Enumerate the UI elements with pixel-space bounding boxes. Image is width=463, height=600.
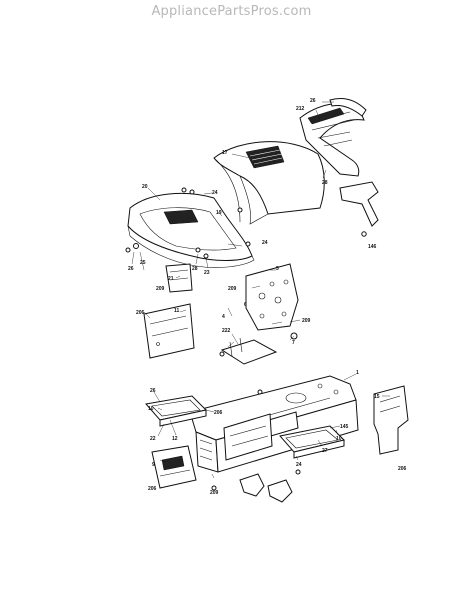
bottom-brackets-part xyxy=(211,469,301,503)
leader-lines xyxy=(131,101,390,479)
label-28: 28 xyxy=(322,180,328,186)
hood-bracket-part xyxy=(339,181,379,237)
label-27: 27 xyxy=(322,448,328,454)
label-10: 10 xyxy=(148,406,154,412)
main-frame-part xyxy=(189,375,359,473)
label-146: 146 xyxy=(368,244,377,250)
label-24: 24 xyxy=(262,240,268,246)
label-206: 206 xyxy=(148,486,157,492)
label-24: 24 xyxy=(296,462,302,468)
grille-part xyxy=(299,97,367,177)
label-26: 26 xyxy=(310,98,316,104)
label-19: 19 xyxy=(216,210,222,216)
label-1: 1 xyxy=(356,370,359,376)
label-209: 209 xyxy=(156,286,165,292)
label-21: 21 xyxy=(168,276,174,282)
center-plate-part xyxy=(220,337,278,365)
label-209: 209 xyxy=(210,490,219,496)
left-side-panel-part xyxy=(143,303,195,359)
label-23: 23 xyxy=(204,270,210,276)
label-209: 209 xyxy=(228,286,237,292)
label-22: 22 xyxy=(150,436,156,442)
firewall-plate-part xyxy=(245,263,299,331)
callout-labels: 26 212 17 28 20 24 19 24 146 26 25 23 28… xyxy=(128,98,407,496)
dash-support-part xyxy=(165,263,193,293)
label-6: 6 xyxy=(244,302,247,308)
label-24: 24 xyxy=(212,190,218,196)
label-209: 209 xyxy=(302,318,311,324)
hood-part xyxy=(213,141,325,225)
frame-rail-part xyxy=(223,413,273,461)
label-26: 26 xyxy=(128,266,134,272)
label-206: 206 xyxy=(214,410,223,416)
label-28: 28 xyxy=(192,266,198,272)
label-10: 10 xyxy=(336,436,342,442)
label-11: 11 xyxy=(174,308,180,314)
label-26: 26 xyxy=(150,388,156,394)
label-12: 12 xyxy=(172,436,178,442)
label-206: 206 xyxy=(136,310,145,316)
dashboard-panel-part xyxy=(127,192,255,268)
label-4: 4 xyxy=(222,314,225,320)
watermark: AppliancePartsPros.com xyxy=(151,4,312,19)
footrest-right-part xyxy=(279,425,345,459)
label-25: 25 xyxy=(140,260,146,266)
label-145: 145 xyxy=(340,424,349,430)
label-15: 15 xyxy=(374,394,380,400)
label-17: 17 xyxy=(222,150,228,156)
label-20: 20 xyxy=(142,184,148,190)
label-7: 7 xyxy=(292,340,295,346)
lower-bracket-part xyxy=(151,445,197,489)
label-206: 206 xyxy=(398,466,407,472)
label-5: 5 xyxy=(276,266,279,272)
label-9: 9 xyxy=(152,462,155,468)
right-side-bracket-part xyxy=(373,385,409,455)
label-222: 222 xyxy=(222,328,231,334)
label-212: 212 xyxy=(296,106,305,112)
